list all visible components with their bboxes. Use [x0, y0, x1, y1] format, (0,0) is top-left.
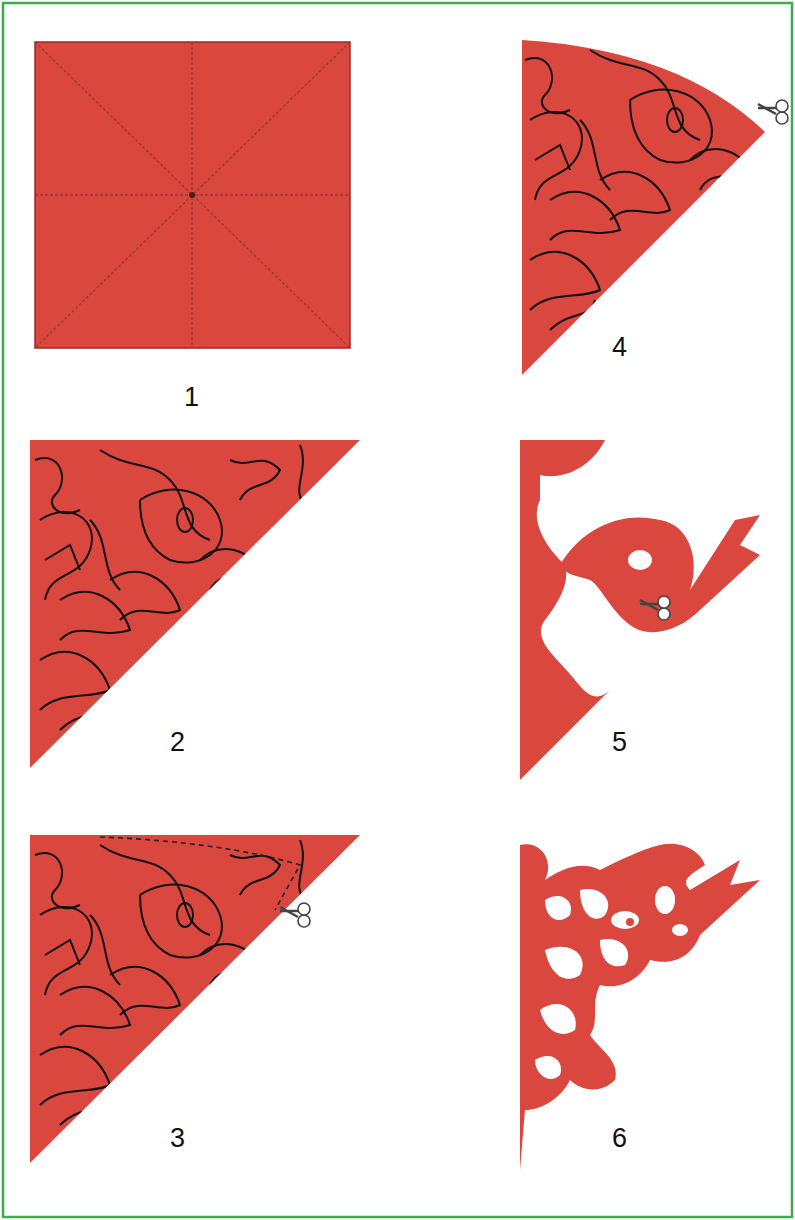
drawing-part	[580, 889, 608, 919]
drawing-part	[35, 445, 305, 730]
drawing-part	[672, 924, 688, 936]
drawing-part	[758, 100, 788, 124]
drawing-part	[35, 42, 350, 348]
drawing-part	[535, 886, 688, 1079]
drawing-part	[626, 918, 634, 926]
frame-border	[3, 3, 792, 1217]
drawing-part	[100, 837, 300, 910]
partial-cutout	[520, 440, 760, 780]
drawing-part	[520, 844, 760, 1170]
drawing-part	[640, 596, 670, 620]
drawing-part	[280, 903, 310, 927]
drawing-part	[655, 886, 675, 914]
drawing-part	[35, 840, 305, 1125]
step-number: 6	[612, 1125, 627, 1152]
drawing-part	[535, 1056, 561, 1079]
drawing-part	[520, 440, 610, 780]
drawing-part	[35, 445, 305, 730]
drawing-part	[560, 515, 760, 632]
folded-square	[35, 42, 350, 348]
step-number: 1	[184, 384, 199, 411]
step-number: 2	[170, 729, 185, 756]
drawing-part	[525, 45, 795, 330]
drawing-part	[545, 896, 571, 920]
drawing-part	[35, 42, 350, 348]
fan-shape	[522, 40, 795, 375]
drawing-part	[522, 40, 765, 375]
step-number: 3	[170, 1125, 185, 1152]
triangle-with-pattern	[30, 440, 360, 768]
drawing-part	[540, 1004, 576, 1034]
drawing-part	[525, 45, 795, 330]
triangle-with-cut-line	[30, 835, 360, 1163]
drawing-part	[600, 939, 628, 966]
step-number: 5	[612, 729, 627, 756]
drawing-part	[545, 947, 583, 979]
drawing-part	[611, 911, 639, 929]
drawing-part	[35, 42, 350, 348]
step-number: 4	[612, 334, 627, 361]
drawing-part	[30, 835, 360, 1163]
drawing-part	[525, 45, 795, 330]
drawing-part	[30, 440, 360, 768]
drawing-part	[628, 550, 652, 570]
drawing-part	[35, 42, 350, 348]
finished-cutout	[520, 844, 760, 1170]
drawing-part	[189, 192, 195, 198]
drawing-part	[35, 840, 305, 1125]
